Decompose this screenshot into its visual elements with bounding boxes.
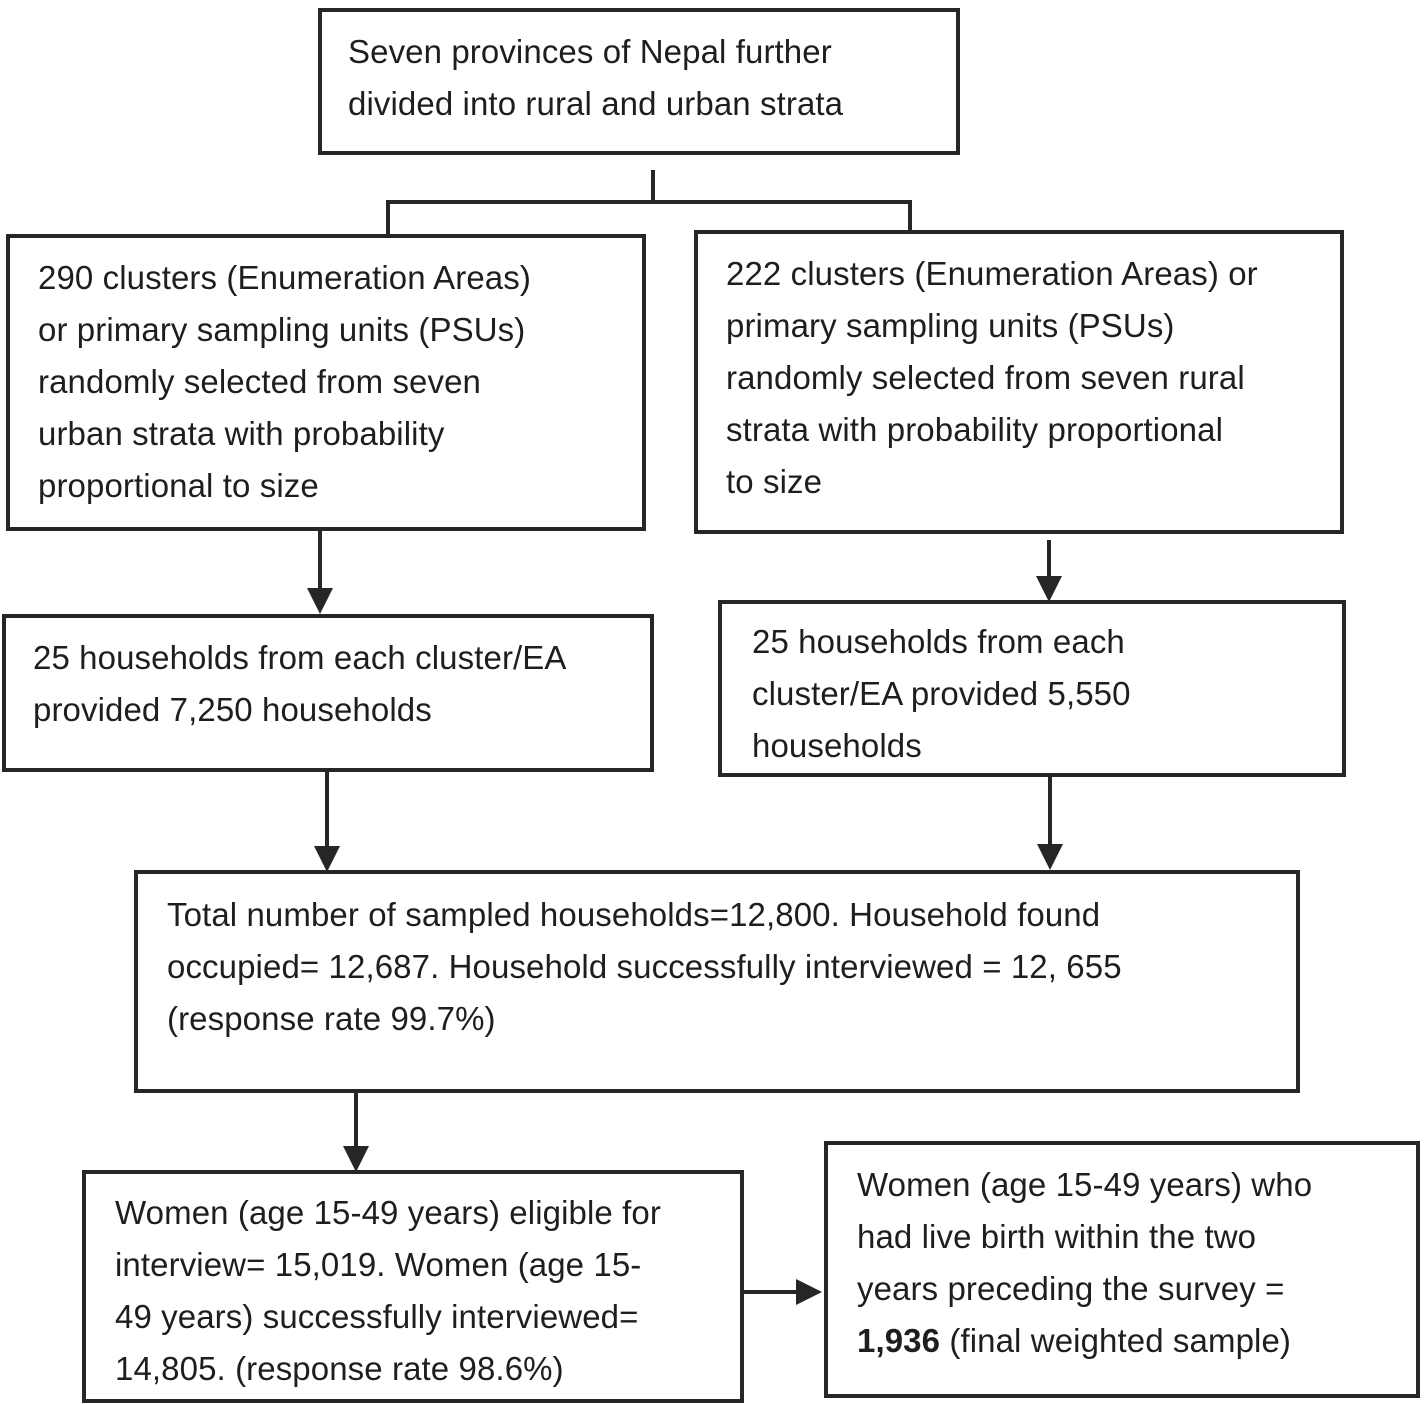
- node-urban-households-line: provided 7,250 households: [33, 691, 432, 728]
- node-rural-clusters-line: randomly selected from seven rural: [726, 359, 1245, 396]
- node-rural-clusters-line: to size: [726, 463, 823, 500]
- node-final-sample-text: Women (age 15-49 years) who had live bir…: [857, 1159, 1312, 1367]
- node-root-text: Seven provinces of Nepal further divided…: [348, 26, 843, 130]
- node-urban-households: [2, 614, 654, 772]
- node-final-sample-line: had live birth within the two: [857, 1218, 1257, 1255]
- node-root-line: Seven provinces of Nepal further: [348, 33, 832, 70]
- node-final-sample-line: years preceding the survey =: [857, 1270, 1285, 1307]
- node-total-households: [134, 870, 1300, 1093]
- node-urban-clusters-text: 290 clusters (Enumeration Areas) or prim…: [38, 252, 531, 512]
- node-root: [318, 8, 960, 155]
- node-urban-households-text: 25 households from each cluster/EA provi…: [33, 632, 567, 736]
- final-sample-value: 1,936: [857, 1322, 941, 1359]
- node-root-line: divided into rural and urban strata: [348, 85, 844, 122]
- node-rural-households-line: 25 households from each: [752, 623, 1125, 660]
- final-sample-suffix: (final weighted sample): [940, 1322, 1291, 1359]
- node-urban-clusters-line: or primary sampling units (PSUs): [38, 311, 526, 348]
- node-urban-clusters: [6, 234, 646, 531]
- node-women-interviewed-line: 14,805. (response rate 98.6%): [115, 1350, 564, 1387]
- node-rural-households: [718, 600, 1346, 777]
- node-total-households-text: Total number of sampled households=12,80…: [167, 889, 1122, 1045]
- node-final-sample-line: Women (age 15-49 years) who: [857, 1166, 1313, 1203]
- node-urban-clusters-line: 290 clusters (Enumeration Areas): [38, 259, 531, 296]
- node-women-interviewed-line: 49 years) successfully interviewed=: [115, 1298, 639, 1335]
- node-total-households-line: occupied= 12,687. Household successfully…: [167, 948, 1122, 985]
- node-rural-households-text: 25 households from each cluster/EA provi…: [752, 616, 1131, 772]
- node-final-sample: [824, 1141, 1420, 1398]
- node-women-interviewed-line: interview= 15,019. Women (age 15-: [115, 1246, 642, 1283]
- node-final-sample-last-line: 1,936 (final weighted sample): [857, 1315, 1312, 1367]
- node-rural-clusters-line: primary sampling units (PSUs): [726, 307, 1175, 344]
- node-urban-households-line: 25 households from each cluster/EA: [33, 639, 567, 676]
- node-women-interviewed-line: Women (age 15-49 years) eligible for: [115, 1194, 661, 1231]
- node-rural-clusters-line: 222 clusters (Enumeration Areas) or: [726, 255, 1258, 292]
- node-urban-clusters-line: proportional to size: [38, 467, 319, 504]
- node-urban-clusters-line: urban strata with probability: [38, 415, 445, 452]
- node-women-interviewed-text: Women (age 15-49 years) eligible for int…: [115, 1187, 661, 1395]
- node-rural-households-line: households: [752, 727, 922, 764]
- node-rural-clusters-line: strata with probability proportional: [726, 411, 1224, 448]
- node-rural-clusters: [694, 230, 1344, 534]
- node-rural-households-line: cluster/EA provided 5,550: [752, 675, 1131, 712]
- node-total-households-line: Total number of sampled households=12,80…: [167, 896, 1101, 933]
- node-total-households-line: (response rate 99.7%): [167, 1000, 496, 1037]
- node-urban-clusters-line: randomly selected from seven: [38, 363, 481, 400]
- node-women-interviewed: [82, 1170, 744, 1403]
- node-rural-clusters-text: 222 clusters (Enumeration Areas) or prim…: [726, 248, 1258, 508]
